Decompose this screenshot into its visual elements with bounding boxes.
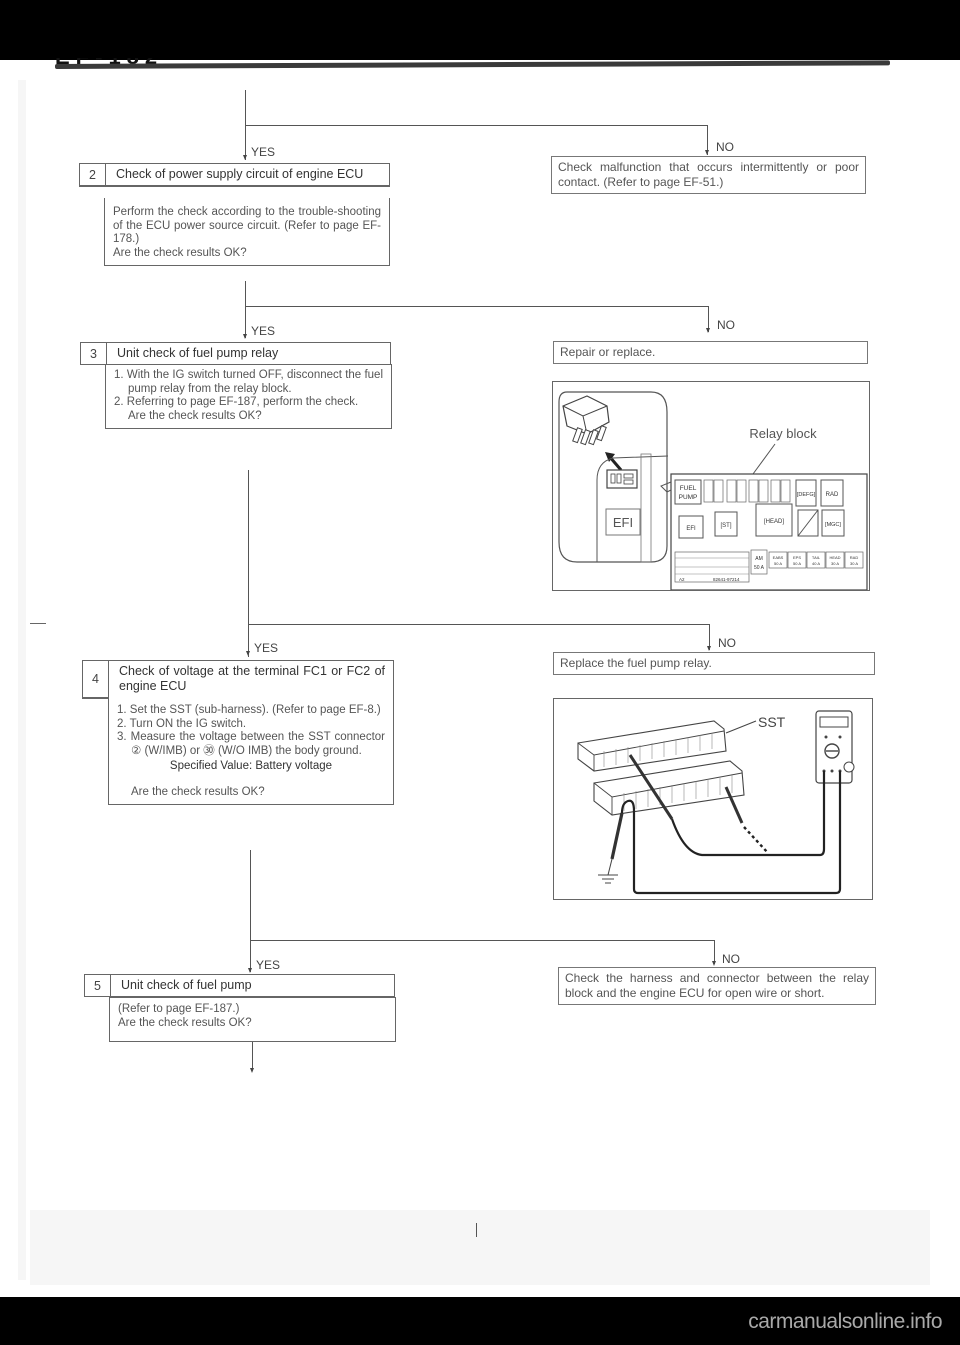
page-footer-tick — [476, 1223, 477, 1237]
svg-text:RAD: RAD — [826, 492, 839, 498]
step-2-box: 2 Check of power supply circuit of engin… — [79, 163, 390, 187]
no-label: NO — [716, 140, 734, 154]
step-number: 2 — [80, 164, 106, 185]
relay-block-drawing: EFI Relay block FUEL PUMP [DEFG] RAD EFI… — [558, 391, 868, 590]
flow-branch-line — [245, 125, 707, 126]
relay-block-illustration: EFI Relay block FUEL PUMP [DEFG] RAD EFI… — [552, 381, 870, 591]
svg-text:82641-97214: 82641-97214 — [713, 577, 740, 582]
svg-text:PUMP: PUMP — [679, 494, 698, 501]
step-instruction: 2. Turn ON the IG switch. — [117, 717, 247, 730]
arrow-down-icon — [712, 961, 716, 966]
flow-line — [252, 1042, 253, 1070]
step-question: Are the check results OK? — [131, 785, 265, 798]
flow-line — [714, 940, 715, 964]
svg-text:30 A: 30 A — [850, 561, 858, 566]
step-5-box: 5 Unit check of fuel pump — [84, 974, 395, 997]
svg-text:Relay block: Relay block — [749, 426, 817, 441]
step-4-no-result: Replace the fuel pump relay. — [553, 652, 875, 675]
arrow-down-icon — [705, 150, 709, 155]
step-instruction: 1. Set the SST (sub-harness). (Refer to … — [117, 704, 381, 716]
step-5-no-result: Check the harness and connector between … — [558, 967, 876, 1005]
svg-text:RAD: RAD — [850, 555, 859, 560]
arrow-down-icon — [250, 1068, 254, 1073]
flow-branch-line — [245, 306, 708, 307]
svg-text:50 A: 50 A — [754, 565, 765, 571]
svg-text:HEAD: HEAD — [829, 555, 840, 560]
svg-text:[ST]: [ST] — [720, 523, 731, 529]
flow-line — [248, 470, 249, 657]
yes-label: YES — [254, 641, 279, 655]
step-question: Are the check results OK? — [128, 409, 262, 422]
flow-line — [245, 281, 246, 338]
flow-line — [709, 624, 710, 650]
svg-text:[HEAD]: [HEAD] — [764, 519, 784, 525]
svg-text:A2: A2 — [679, 577, 685, 582]
yes-label: YES — [251, 324, 276, 338]
bleed-through-margin — [18, 80, 26, 1280]
svg-text:EFI: EFI — [613, 515, 633, 530]
no-label: NO — [722, 952, 740, 966]
arrow-down-icon — [248, 968, 252, 973]
watermark-text: carmanualsonline.info — [748, 1310, 942, 1333]
step-instruction: 1. With the IG switch turned OFF, discon… — [114, 369, 383, 395]
svg-text:SST: SST — [758, 714, 786, 730]
step-number: 5 — [85, 975, 111, 996]
step-question: Are the check results OK? — [118, 1016, 252, 1029]
svg-text:EFI: EFI — [686, 526, 696, 532]
svg-text:50 A: 50 A — [793, 561, 801, 566]
arrow-down-icon — [706, 328, 710, 333]
arrow-down-icon — [707, 646, 711, 651]
arrow-down-icon — [243, 155, 247, 160]
no-label: NO — [718, 636, 736, 650]
step-instruction: 3. Measure the voltage between the SST c… — [117, 731, 385, 757]
sst-voltmeter-illustration: SST — [553, 698, 873, 900]
bottom-black-bar — [0, 1297, 960, 1345]
step-number: 3 — [81, 343, 107, 364]
step-title: Check of voltage at the terminal FC1 or … — [119, 664, 385, 693]
flow-branch-line — [250, 940, 714, 941]
step-2-no-result: Check malfunction that occurs intermitte… — [551, 156, 866, 194]
svg-text:30 A: 30 A — [831, 561, 839, 566]
step-question: Are the check results OK? — [113, 246, 247, 259]
step-5-body: (Refer to page EF-187.) Are the check re… — [109, 997, 396, 1042]
sst-measurement-drawing: SST — [577, 710, 855, 895]
margin-tick — [30, 623, 46, 624]
step-instruction: 2. Referring to page EF-187, perform the… — [114, 396, 359, 408]
svg-text:EPS: EPS — [793, 555, 801, 560]
no-label: NO — [717, 318, 735, 332]
bleed-through-footer — [30, 1210, 930, 1285]
svg-text:50 A: 50 A — [774, 561, 782, 566]
svg-text:FUEL: FUEL — [680, 485, 697, 492]
step-3-body: 1. With the IG switch turned OFF, discon… — [105, 364, 392, 429]
arrow-down-icon — [246, 651, 250, 656]
svg-text:EABS: EABS — [773, 555, 784, 560]
step-title: Unit check of fuel pump relay — [117, 346, 279, 360]
step-title: Unit check of fuel pump — [121, 978, 252, 992]
step-2-body: Perform the check according to the troub… — [104, 198, 390, 266]
specified-value: Specified Value: Battery voltage — [169, 760, 333, 772]
step-3-no-result: Repair or replace. — [553, 341, 868, 364]
step-4-body: 1. Set the SST (sub-harness). (Refer to … — [108, 697, 394, 805]
step-text: (Refer to page EF-187.) — [118, 1003, 240, 1015]
svg-text:[DEFG]: [DEFG] — [797, 492, 816, 498]
step-3-box: 3 Unit check of fuel pump relay — [80, 342, 391, 365]
arrow-down-icon — [243, 334, 247, 339]
flow-line — [250, 850, 251, 972]
step-4-box: 4 Check of voltage at the terminal FC1 o… — [82, 660, 394, 699]
yes-label: YES — [256, 958, 281, 972]
step-title: Check of power supply circuit of engine … — [116, 167, 364, 181]
page-header-fragment: EF-182 — [55, 58, 175, 68]
svg-text:AM: AM — [755, 556, 763, 562]
header-rule — [55, 60, 890, 69]
svg-text:TAIL: TAIL — [812, 555, 821, 560]
svg-text:[MGC]: [MGC] — [825, 522, 841, 528]
step-number: 4 — [83, 661, 109, 697]
svg-text:40 A: 40 A — [812, 561, 820, 566]
yes-label: YES — [251, 145, 276, 159]
flow-line — [707, 125, 708, 155]
step-text: Perform the check according to the troub… — [113, 206, 381, 245]
flow-branch-line — [248, 624, 709, 625]
flow-line — [708, 306, 709, 332]
top-black-bar — [0, 0, 960, 60]
